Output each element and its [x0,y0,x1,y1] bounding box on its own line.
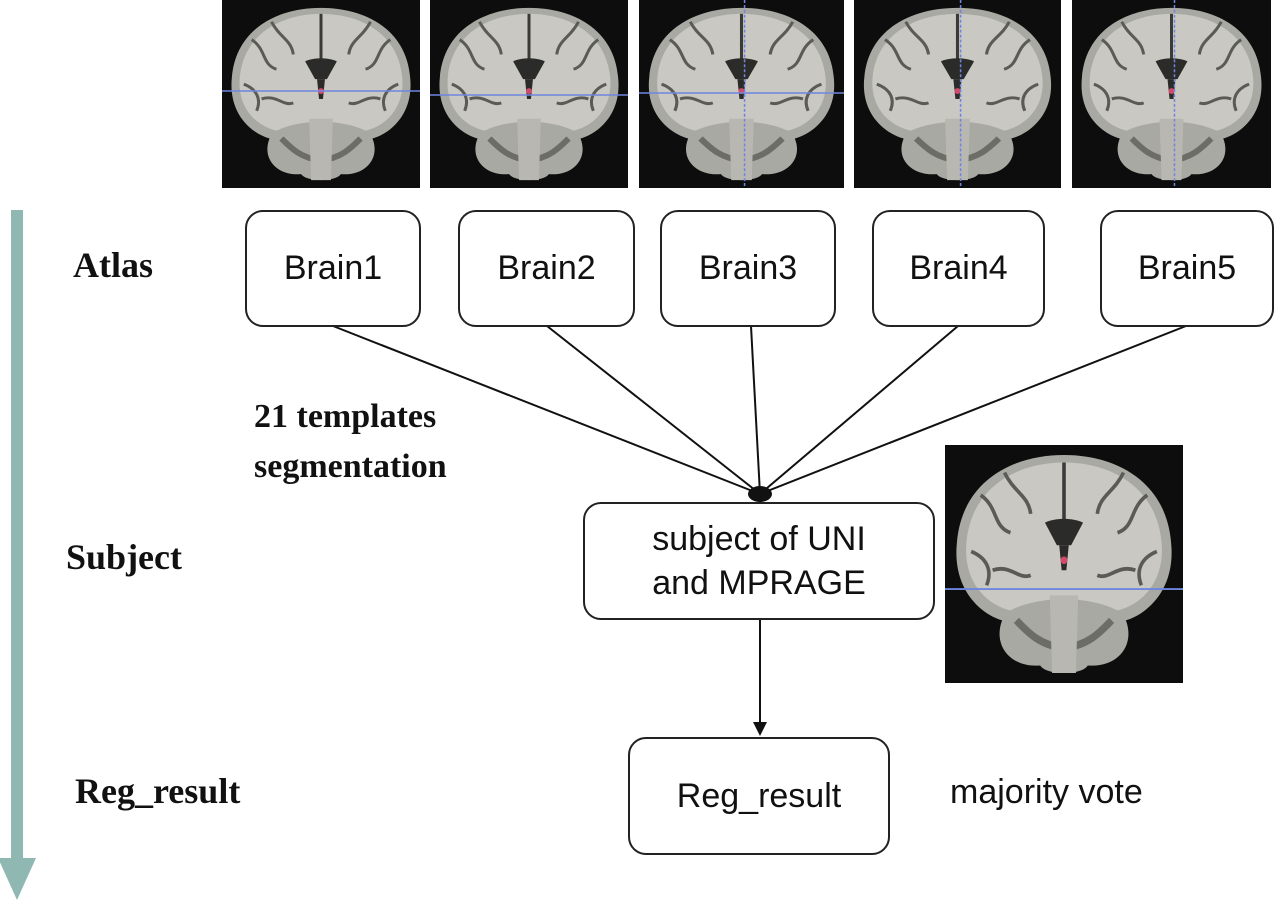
atlas-brain3-mri [639,0,844,188]
stage-label-reg-result: Reg_result [75,771,241,811]
flow-arrow-shaft [11,210,23,860]
atlas-box-brain4: Brain4 [872,210,1045,327]
stage-label-subject: Subject [66,537,182,577]
result-box: Reg_result [628,737,890,855]
connector-brain2 [546,325,761,495]
merge-node [748,486,772,502]
connector-brain4 [759,325,959,495]
templates-note: 21 templates segmentation [254,398,447,485]
atlas-brain4-mri [854,0,1061,188]
connector-brain3 [750,325,761,495]
majority-vote-note: majority vote [950,773,1143,811]
atlas-brain2-mri [430,0,628,188]
subject-box: subject of UNI and MPRAGE [583,502,935,620]
atlas-box-brain1: Brain1 [245,210,421,327]
result-arrow-head [753,722,767,736]
flow-arrow-head [0,858,36,900]
atlas-box-brain3: Brain3 [660,210,836,327]
flow-direction-arrow [0,210,36,900]
subject-mri [945,445,1183,683]
atlas-box-brain5: Brain5 [1100,210,1274,327]
stage-label-atlas: Atlas [73,245,153,285]
atlas-box-brain2: Brain2 [458,210,635,327]
connector-brain5 [759,325,1187,495]
atlas-brain1-mri [222,0,420,188]
connector-brain1 [332,325,761,495]
atlas-brain5-mri [1072,0,1271,188]
